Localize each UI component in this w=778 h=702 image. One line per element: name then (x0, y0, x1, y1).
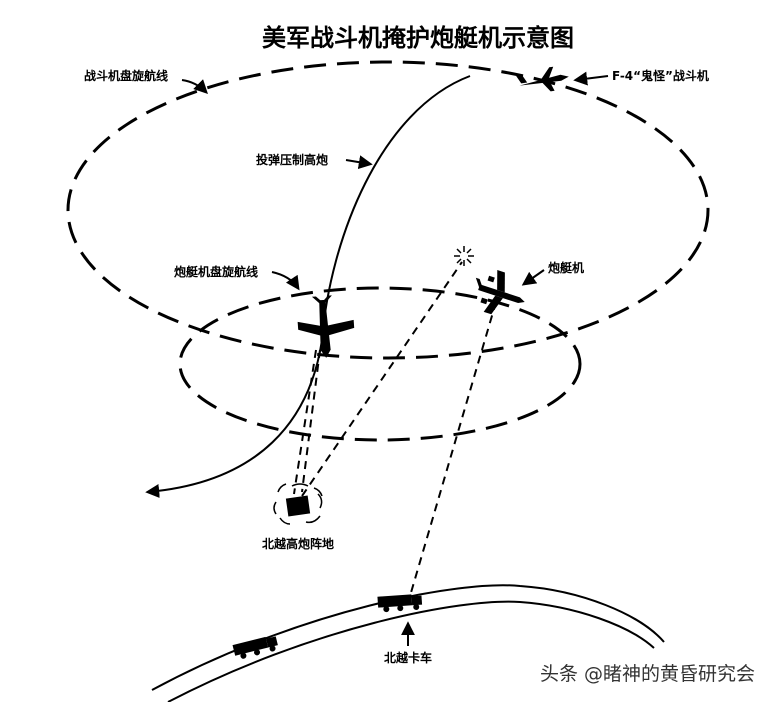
diagram-title: 美军战斗机掩护炮艇机示意图 (262, 24, 574, 52)
label-bomb-suppress: 投弹压制高炮 (256, 152, 328, 167)
fighter-orbit-path (66, 60, 710, 360)
bombing-run-path (145, 75, 471, 498)
label-truck: 北越卡车 (384, 650, 432, 665)
label-f4-fighter: F-4“鬼怪”战斗机 (612, 68, 709, 83)
pointer-gunship (521, 269, 545, 286)
pointer-bomb (345, 155, 373, 170)
pointer-f4 (573, 71, 609, 86)
pointer-fighter-orbit (181, 79, 208, 94)
label-gunship: 炮艇机 (548, 260, 584, 275)
flare-burst-icon (454, 246, 474, 266)
flare-line (301, 261, 463, 497)
label-fighter-orbit: 战斗机盘旋航线 (84, 68, 168, 83)
gunship-orbit-path (178, 286, 582, 442)
label-aa-site: 北越高炮阵地 (262, 536, 334, 551)
fighter-drop-line (301, 349, 321, 493)
aa-site-icon (273, 483, 323, 525)
f4-fighter-icon (516, 66, 569, 92)
diving-fighter-icon (297, 295, 355, 358)
pointer-gunship-orbit (271, 271, 300, 291)
truck-icon-2 (232, 636, 278, 659)
gunship-icon (475, 269, 525, 315)
watermark: 头条 @睹神的黄昏研究会 (540, 663, 755, 685)
fighter-drop-line-2 (293, 349, 317, 495)
ground-line-outer (151, 584, 665, 691)
label-gunship-orbit: 炮艇机盘旋航线 (174, 264, 258, 279)
gunship-fire-line (409, 301, 497, 597)
ground-line-inner (167, 600, 655, 702)
truck-icon-1 (377, 594, 423, 613)
